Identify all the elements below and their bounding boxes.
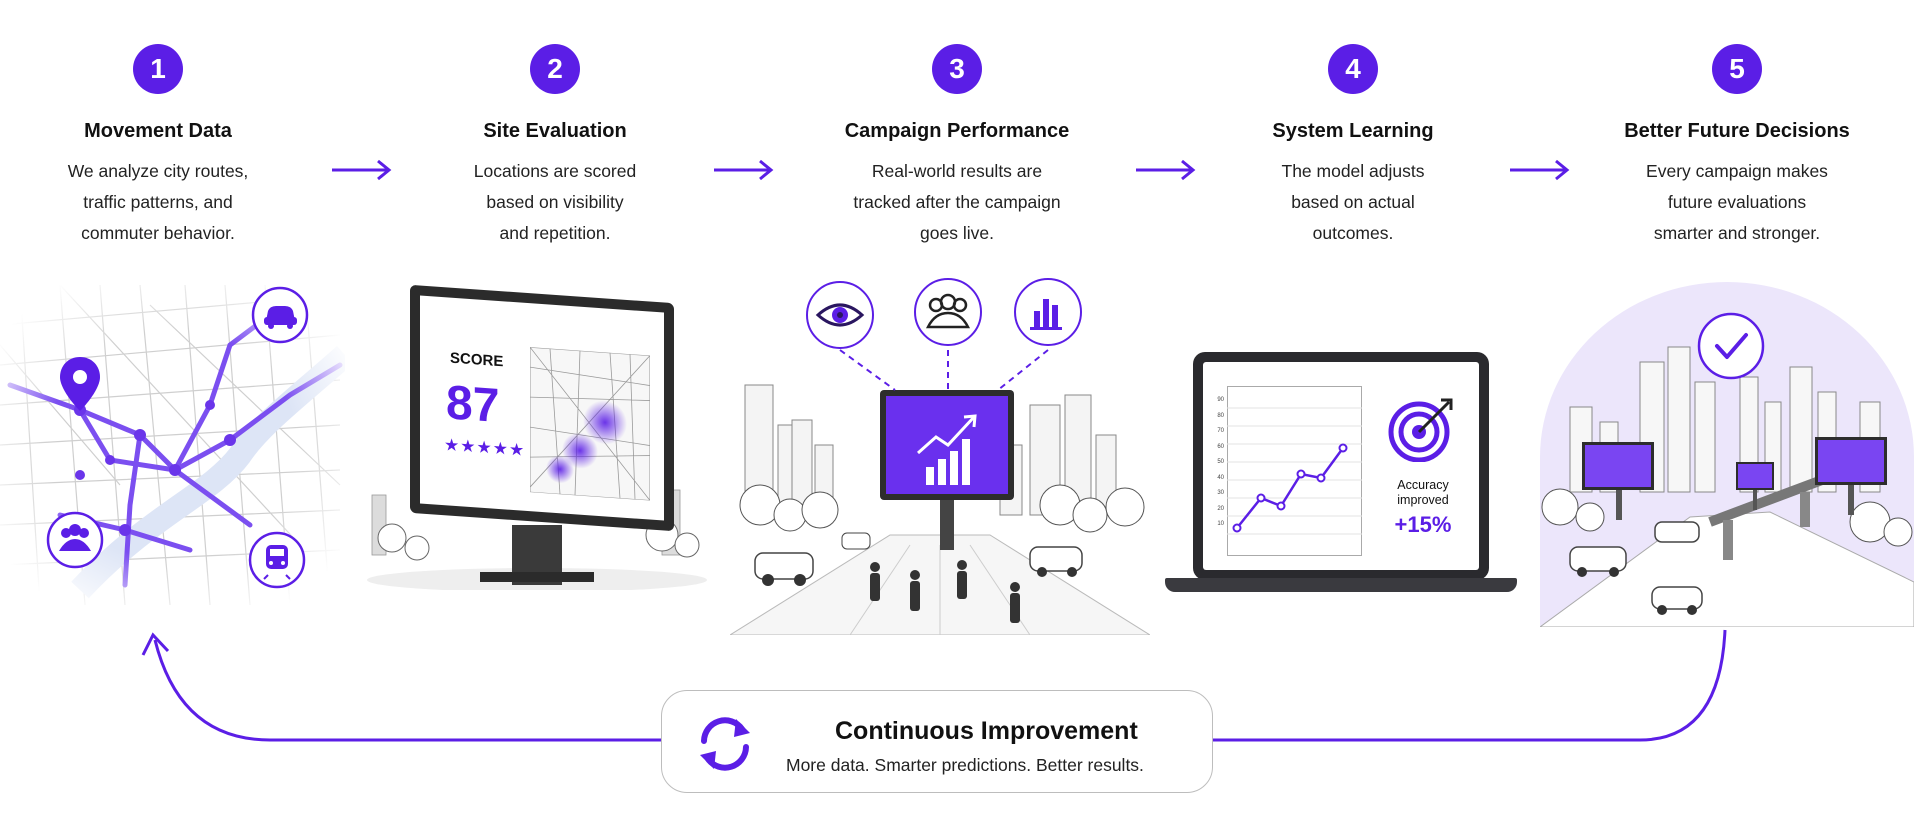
future-trees [1541,488,1913,547]
flow-arrow-4-5 [1510,159,1570,181]
billboard-score-illustration: SCORE 87 ★★★★★ [362,284,712,590]
people-icon [46,511,104,569]
step-1-description: We analyze city routes, traffic patterns… [67,161,249,243]
step-2-title: Site Evaluation [483,120,627,142]
pedestrians [870,560,1020,623]
checkmark-icon [1697,312,1765,380]
metric-connectors [839,349,1049,391]
step-5-description: Every campaign makes future evaluations … [1646,161,1828,243]
campaign-city-illustration [730,278,1150,635]
future-city-illustration [1540,282,1914,627]
step-3-description: Real-world results are tracked after the… [853,161,1061,243]
target-icon [1388,398,1453,462]
cycle-title: Continuous Improvement [835,717,1138,745]
step-3-badge: 3 [932,44,982,94]
laptop-screen: 90 80 70 60 50 40 30 20 10 [1203,362,1479,570]
step-4-description: The model adjusts based on actual outcom… [1281,161,1425,243]
trees [739,484,1145,533]
train-icon [248,531,306,589]
bar-chart-icon [1014,278,1082,346]
step-2-description: Locations are scored based on visibility… [473,161,637,243]
step-5-badge: 5 [1712,44,1762,94]
accuracy-label: Accuracy improved [1397,478,1449,507]
billboard-frame: SCORE 87 ★★★★★ [410,284,674,532]
refresh-icon [700,717,750,771]
flow-arrow-1-2 [332,159,392,181]
step-3-title: Campaign Performance [844,120,1070,142]
step-1-title: Movement Data [84,120,232,142]
future-billboards [1582,437,1887,520]
cars [754,532,1083,586]
people-icon [914,278,982,346]
campaign-billboard [880,390,1014,500]
heatmap-map [530,347,650,501]
step-1-badge: 1 [133,44,183,94]
city-map-illustration [0,285,345,605]
continuous-improvement-card: Continuous Improvement More data. Smarte… [661,690,1213,793]
accuracy-line-chart [1227,386,1362,556]
eye-icon [806,281,874,349]
laptop-lid: 90 80 70 60 50 40 30 20 10 [1193,352,1489,580]
laptop-illustration: 90 80 70 60 50 40 30 20 10 [1165,352,1517,596]
flow-arrow-3-4 [1136,159,1196,181]
flow-arrow-2-3 [714,159,774,181]
billboard-screen: SCORE 87 ★★★★★ [420,295,664,521]
car-icon [251,286,309,344]
accuracy-value: +15% [1394,512,1452,537]
step-4-title: System Learning [1272,120,1434,142]
step-2-badge: 2 [530,44,580,94]
chart-y-axis: 90 80 70 60 50 40 30 20 10 [1217,397,1224,527]
laptop-base [1165,578,1517,592]
location-pin-icon [60,357,100,411]
trend-up-icon [917,414,977,485]
future-cars [1569,521,1703,615]
step-5-title: Better Future Decisions [1624,120,1850,142]
step-4-badge: 4 [1328,44,1378,94]
cycle-subtitle: More data. Smarter predictions. Better r… [786,755,1144,775]
